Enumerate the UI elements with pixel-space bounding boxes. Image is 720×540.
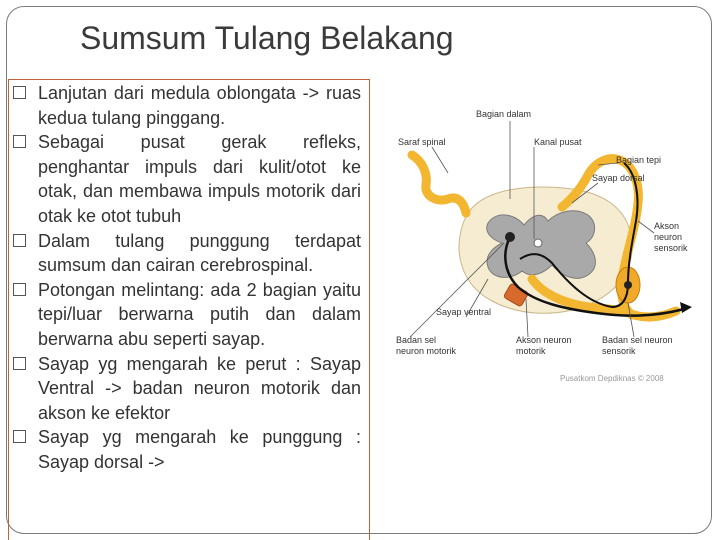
bullet-item: Sebagai pusat gerak refleks, penghantar … bbox=[9, 130, 361, 228]
label-akson-motorik-line2: motorik bbox=[516, 346, 546, 356]
spinal-nerve-left bbox=[407, 150, 471, 218]
slide-frame bbox=[6, 6, 712, 534]
checkbox-bullet-icon bbox=[13, 282, 26, 296]
motor-neuron-path bbox=[504, 236, 685, 317]
label-akson-motorik-line1: Akson neuron bbox=[516, 335, 572, 345]
bullet-item: Dalam tulang punggung terdapat sumsum da… bbox=[9, 229, 361, 278]
spinal-cord-diagram: Bagian dalam Saraf spinal Kanal pusat Ba… bbox=[396, 109, 692, 383]
checkbox-bullet-icon bbox=[13, 86, 26, 99]
label-badan-motorik-line1: Badan sel bbox=[396, 335, 436, 345]
bullet-text: Sayap yg mengarah ke punggung : Sayap do… bbox=[38, 427, 361, 472]
checkbox-bullet-icon bbox=[13, 135, 26, 149]
figure-credit: Pusatkom Depdiknas © 2008 bbox=[560, 374, 664, 383]
label-kanal-pusat: Kanal pusat bbox=[534, 137, 582, 147]
label-sayap-ventral: Sayap ventral bbox=[436, 307, 491, 317]
label-bagian-dalam: Bagian dalam bbox=[476, 109, 531, 119]
interneuron-path bbox=[519, 253, 613, 308]
label-sayap-dorsal: Sayap dorsal bbox=[592, 173, 645, 183]
bullet-text: Dalam tulang punggung terdapat sumsum da… bbox=[38, 230, 361, 276]
pointer-lines bbox=[409, 121, 655, 338]
label-badan-sensorik-line1: Badan sel neuron bbox=[602, 335, 673, 345]
label-akson-line3: sensorik bbox=[654, 243, 688, 253]
bullet-text: Potongan melintang: ada 2 bagian yaitu t… bbox=[38, 279, 361, 349]
bullet-item: Sayap yg mengarah ke punggung : Sayap do… bbox=[9, 425, 361, 474]
label-bagian-tepi: Bagian tepi bbox=[616, 155, 661, 165]
sensory-neuron-path bbox=[611, 162, 639, 308]
ventral-root bbox=[527, 274, 681, 322]
bullet-item: Sayap yg mengarah ke perut : Sayap Ventr… bbox=[9, 352, 361, 426]
motor-cell-body bbox=[505, 232, 515, 242]
label-akson-line1: Akson bbox=[654, 221, 679, 231]
bullet-text: Sebagai pusat gerak refleks, penghantar … bbox=[38, 132, 361, 226]
bullet-text: Sayap yg mengarah ke perut : Sayap Ventr… bbox=[38, 353, 361, 423]
checkbox-bullet-icon bbox=[13, 233, 26, 247]
label-akson-line2: neuron bbox=[654, 232, 682, 242]
bullet-text: Lanjutan dari medula oblongata -> ruas k… bbox=[38, 83, 361, 128]
bullet-item: Lanjutan dari medula oblongata -> ruas k… bbox=[9, 81, 361, 130]
bullet-item: Potongan melintang: ada 2 bagian yaitu t… bbox=[9, 278, 361, 352]
label-saraf-spinal: Saraf spinal bbox=[398, 137, 446, 147]
bullet-list: Lanjutan dari medula oblongata -> ruas k… bbox=[9, 81, 365, 475]
checkbox-bullet-icon bbox=[13, 430, 26, 444]
motor-arrowhead-icon bbox=[680, 302, 692, 313]
sensory-cell-body bbox=[624, 281, 632, 289]
slide-title: Sumsum Tulang Belakang bbox=[80, 20, 454, 56]
label-badan-motorik-line2: neuron motorik bbox=[396, 346, 457, 356]
central-canal bbox=[533, 238, 543, 248]
bullet-text-box: Lanjutan dari medula oblongata -> ruas k… bbox=[8, 79, 370, 540]
checkbox-bullet-icon bbox=[13, 356, 26, 370]
label-badan-sensorik-line2: sensorik bbox=[602, 346, 636, 356]
